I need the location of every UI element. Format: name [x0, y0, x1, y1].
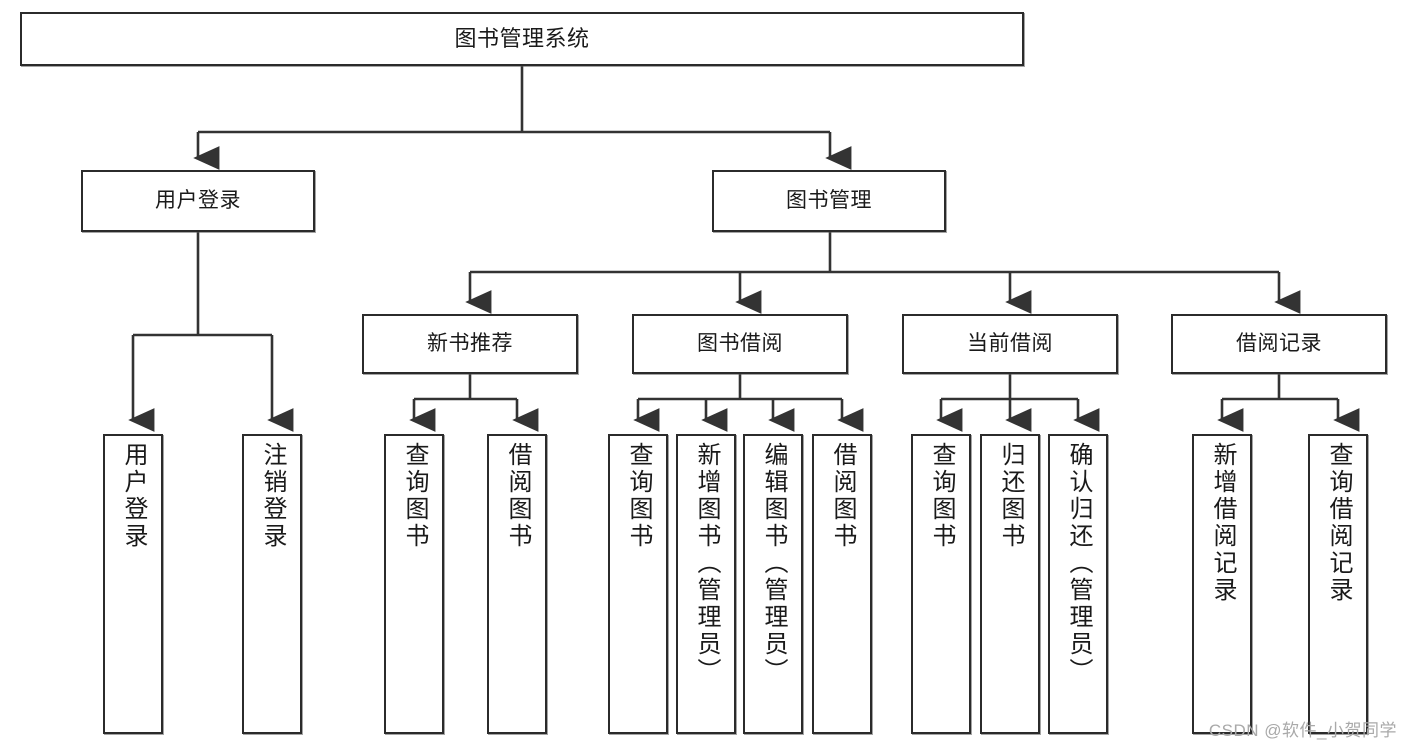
- leaf-user-login[interactable]: 用户登录: [103, 434, 163, 734]
- node-book-borrow[interactable]: 图书借阅: [632, 314, 848, 374]
- node-label: 查询图书: [625, 442, 652, 550]
- node-user-login[interactable]: 用户登录: [81, 170, 315, 232]
- node-label: 当前借阅: [967, 331, 1053, 355]
- node-borrow-record[interactable]: 借阅记录: [1171, 314, 1387, 374]
- node-label: 图书管理: [786, 188, 872, 212]
- node-label: 用户登录: [155, 188, 241, 212]
- node-new-book-recommend[interactable]: 新书推荐: [362, 314, 578, 374]
- leaf-return-book[interactable]: 归还图书: [980, 434, 1040, 734]
- leaf-confirm-return-admin[interactable]: 确认归还（管理员）: [1048, 434, 1108, 734]
- leaf-user-logout[interactable]: 注销登录: [242, 434, 302, 734]
- leaf-query-book-borrow[interactable]: 查询图书: [608, 434, 668, 734]
- leaf-query-book-recommend[interactable]: 查询图书: [384, 434, 444, 734]
- csdn-watermark: CSDN @软件_小贺同学: [1208, 721, 1397, 740]
- node-label: 借阅图书: [829, 442, 856, 550]
- node-label: 新书推荐: [427, 331, 513, 355]
- node-label: 查询图书: [401, 442, 428, 550]
- leaf-add-borrow-record[interactable]: 新增借阅记录: [1192, 434, 1252, 734]
- node-label: 查询图书: [928, 442, 955, 550]
- leaf-edit-book-admin[interactable]: 编辑图书（管理员）: [743, 434, 803, 734]
- leaf-query-book-current[interactable]: 查询图书: [911, 434, 971, 734]
- node-book-management[interactable]: 图书管理: [712, 170, 946, 232]
- leaf-borrow-book[interactable]: 借阅图书: [812, 434, 872, 734]
- node-label: 新增借阅记录: [1209, 442, 1236, 604]
- node-label: 确认归还（管理员）: [1065, 442, 1092, 685]
- node-label: 注销登录: [259, 442, 286, 550]
- node-label: 图书管理系统: [454, 26, 590, 52]
- node-label: 编辑图书（管理员）: [760, 442, 787, 685]
- leaf-query-borrow-record[interactable]: 查询借阅记录: [1308, 434, 1368, 734]
- node-label: 借阅记录: [1236, 331, 1322, 355]
- node-root-system[interactable]: 图书管理系统: [20, 12, 1024, 66]
- node-label: 图书借阅: [697, 331, 783, 355]
- leaf-add-book-admin[interactable]: 新增图书（管理员）: [676, 434, 736, 734]
- node-current-borrow[interactable]: 当前借阅: [902, 314, 1118, 374]
- node-label: 查询借阅记录: [1325, 442, 1352, 604]
- leaf-borrow-book-recommend[interactable]: 借阅图书: [487, 434, 547, 734]
- node-label: 新增图书（管理员）: [693, 442, 720, 685]
- node-label: 借阅图书: [504, 442, 531, 550]
- node-label: 归还图书: [997, 442, 1024, 550]
- node-label: 用户登录: [120, 442, 147, 550]
